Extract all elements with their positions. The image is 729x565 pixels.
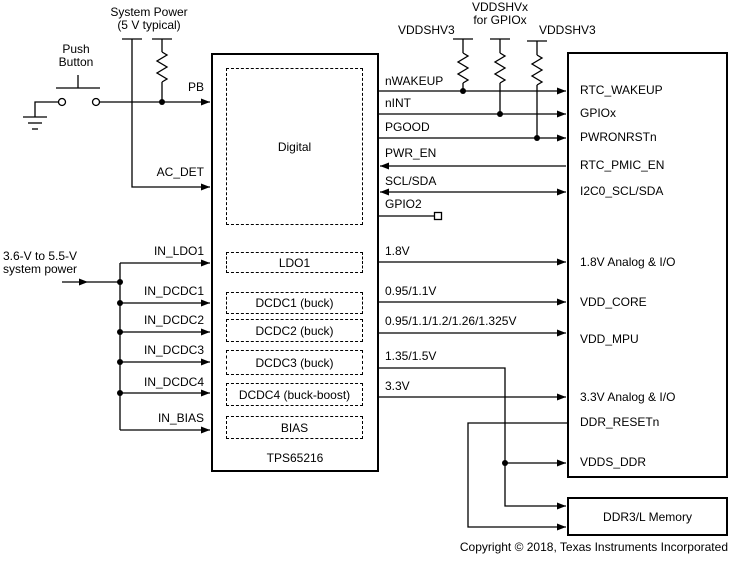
pin-label-in-dcdc2: IN_DCDC2 (143, 313, 204, 327)
pin-label-nint: nINT (385, 96, 412, 110)
digital-subblock-label: Digital (277, 139, 312, 154)
ground-icon (23, 116, 47, 130)
soc-pin-vdd-core: VDD_CORE (580, 295, 647, 309)
pin-label-in-dcdc3: IN_DCDC3 (143, 343, 204, 357)
pin-label-in-bias: IN_BIAS (157, 411, 204, 425)
resistor-icon (530, 54, 544, 86)
soc-pin-vdds-ddr: VDDS_DDR (580, 455, 647, 469)
soc-pin-1v8-analog: 1.8V Analog & I/O (580, 255, 676, 269)
pin-label-pb: PB (187, 80, 204, 94)
pin-label-pwr-en: PWR_EN (385, 146, 437, 160)
pullup-label-vddshv3-right: VDDSHV3 (539, 23, 596, 37)
pin-label-in-dcdc4: IN_DCDC4 (143, 375, 204, 389)
soc-pin-3v3-analog: 3.3V Analog & I/O (580, 390, 676, 404)
soc-pin-vdd-mpu: VDD_MPU (580, 332, 639, 346)
dcdc2-subblock-label: DCDC2 (buck) (255, 323, 334, 338)
bias-subblock-label: BIAS (280, 420, 309, 435)
dcdc3-subblock: DCDC3 (buck) (226, 350, 363, 375)
junction-dots (117, 88, 540, 466)
dcdc4-subblock-label: DCDC4 (buck-boost) (238, 387, 351, 402)
memory-block-outline: DDR3/L Memory (567, 497, 728, 536)
rail-label-1v8: 1.8V (385, 244, 410, 258)
soc-pin-pwronrstn: PWRONRSTn (580, 130, 657, 144)
pin-label-pgood: PGOOD (385, 120, 430, 134)
push-button-label: Push Button (58, 42, 94, 69)
pmic-block-outline (211, 53, 379, 472)
pmic-part-number: TPS65216 (266, 451, 324, 465)
soc-block-outline (567, 52, 728, 478)
soc-pin-ddr-resetn: DDR_RESETn (580, 415, 660, 429)
soc-pin-rtc-wakeup: RTC_WAKEUP (580, 83, 663, 97)
rail-label-dcdc4: 3.3V (385, 379, 410, 393)
rail-ddr-wire (379, 367, 566, 510)
pin-label-in-ldo1: IN_LDO1 (153, 244, 204, 258)
pin-label-nwakeup: nWAKEUP (385, 74, 444, 88)
pullup-label-vddshv3-left: VDDSHV3 (398, 23, 455, 37)
dcdc1-subblock: DCDC1 (buck) (226, 292, 363, 314)
push-button-icon (56, 75, 101, 107)
digital-subblock: Digital (226, 68, 363, 225)
pin-label-gpio2: GPIO2 (385, 197, 422, 211)
soc-pin-i2c0: I2C0_SCL/SDA (580, 184, 664, 198)
system-power-subtitle: (5 V typical) (117, 18, 181, 32)
dcdc4-subblock: DCDC4 (buck-boost) (226, 383, 363, 406)
pin-label-ac-det: AC_DET (156, 165, 204, 179)
dcdc1-subblock-label: DCDC1 (buck) (255, 296, 334, 310)
ldo1-subblock: LDO1 (226, 252, 363, 273)
soc-pin-rtc-pmic-en: RTC_PMIC_EN (580, 158, 665, 172)
rail-label-dcdc1: 0.95/1.1V (385, 284, 437, 298)
rail-label-dcdc2: 0.95/1.1/1.2/1.26/1.325V (385, 314, 517, 328)
soc-pin-gpiox: GPIOx (580, 106, 617, 120)
resistor-icon (493, 52, 507, 84)
ddr-resetn-wire (467, 422, 567, 531)
ac-det-wire (131, 39, 210, 191)
dcdc2-subblock: DCDC2 (buck) (226, 319, 363, 342)
resistor-icon (155, 51, 169, 83)
rail-label-dcdc3: 1.35/1.5V (385, 349, 437, 363)
resistor-icon (456, 52, 470, 84)
pullup-label-vddshvx: VDDSHVx for GPIOx (471, 0, 528, 27)
gpio2-open-terminal (433, 211, 443, 221)
system-power-title: System Power (110, 5, 188, 19)
copyright-text: Copyright © 2018, Texas Instruments Inco… (459, 540, 728, 554)
dc-input-label: 3.6-V to 5.5-V system power (3, 249, 78, 276)
pin-label-scl-sda: SCL/SDA (385, 174, 437, 188)
bias-subblock: BIAS (226, 416, 363, 439)
pin-label-in-dcdc1: IN_DCDC1 (143, 284, 204, 298)
dcdc3-subblock-label: DCDC3 (buck) (255, 355, 334, 370)
ground-wire (34, 101, 58, 117)
ldo1-subblock-label: LDO1 (278, 255, 311, 270)
memory-block-label: DDR3/L Memory (603, 509, 692, 524)
